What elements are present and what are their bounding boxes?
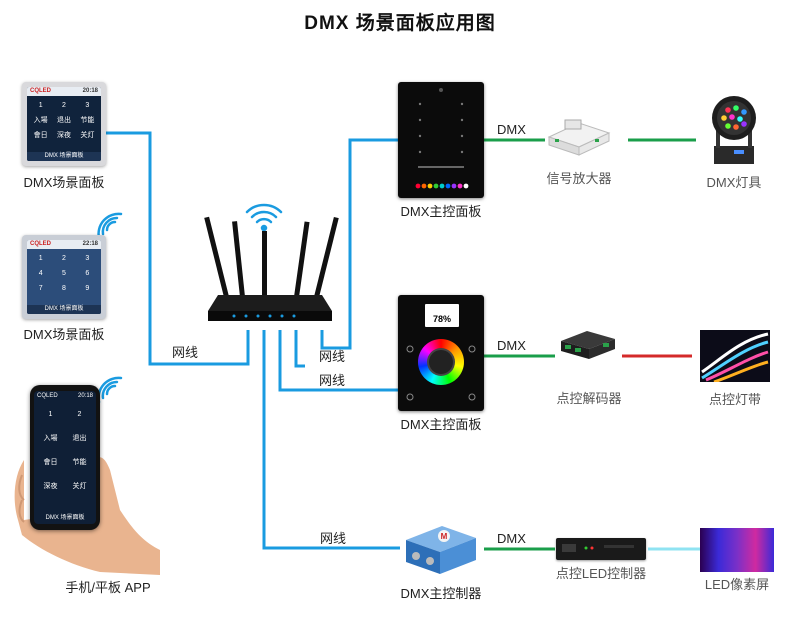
network-cable-panel xyxy=(104,131,250,366)
phone-app: CQLED 20:18 1 2 入場 退出會日 节能深夜 关灯 DMX 场景面板 xyxy=(30,385,100,530)
dmx-master-panel-top xyxy=(398,82,484,198)
network-cable-ctl-mid xyxy=(278,330,398,392)
svg-text:M: M xyxy=(441,532,448,541)
brand-label: CQLED xyxy=(37,393,58,399)
scene-key: 會日 xyxy=(43,459,58,466)
network-cable-stub xyxy=(294,330,305,368)
network-label: 网线 xyxy=(320,531,347,546)
scene-key: 深夜 xyxy=(56,132,71,139)
phone-footer: DMX 场景面板 xyxy=(45,515,85,521)
time-label: 20:18 xyxy=(82,88,98,94)
decoder-label: 点控解码器 xyxy=(556,391,622,406)
scene-key: 6 xyxy=(85,270,90,277)
dmx-scene-panel-2: CQLED 22:18 1 2 3 4 5 6 7 8 9 DMX 场景面板 xyxy=(22,235,106,319)
dmx-scene-panel-1: CQLED 20:18 1 2 3 入場 退出 节能會日 深夜 关灯 DMX 场景面板 xyxy=(22,82,106,166)
dmx-label: DMX xyxy=(497,338,526,353)
panel-footer: DMX 场景面板 xyxy=(27,305,101,314)
panel2-label: DMX场景面板 xyxy=(23,327,105,342)
brand-label: CQLED xyxy=(30,241,51,247)
color-wheel xyxy=(418,339,464,385)
dmx-fixture-image xyxy=(712,96,756,164)
led-strip-image xyxy=(700,330,770,384)
panel-footer: DMX 场景面板 xyxy=(27,152,101,161)
controller-display: 78% xyxy=(425,304,459,327)
scene-key: 7 xyxy=(38,285,43,292)
ledscreen-label: LED像素屏 xyxy=(704,577,770,592)
panel1-label: DMX场景面板 xyxy=(23,175,105,190)
scene-key: 4 xyxy=(38,270,43,277)
network-label: 网线 xyxy=(172,345,199,360)
scene-key: 1 xyxy=(38,102,43,109)
wifi-icon xyxy=(97,212,123,240)
ctl-top-label: DMX主控面板 xyxy=(400,204,482,219)
dmx-controller-image: M xyxy=(406,526,476,574)
phone-key-grid: 1 2 入場 退出會日 节能深夜 关灯 xyxy=(34,401,96,501)
dmx-master-panel-mid: 78% xyxy=(398,295,484,411)
amplifier-label: 信号放大器 xyxy=(546,171,612,186)
scene-key: 入場 xyxy=(43,435,58,442)
led-pixel-screen-image xyxy=(700,528,774,572)
phone-label: 手机/平板 APP xyxy=(65,580,151,595)
scene-key: 3 xyxy=(85,255,90,262)
scene-key: 节能 xyxy=(72,459,87,466)
time-label: 20:18 xyxy=(77,393,93,399)
dmx-controller-label: DMX主控制器 xyxy=(400,586,482,601)
scene-key: 退出 xyxy=(56,117,71,124)
scene-key: 关灯 xyxy=(72,483,87,490)
scene-key: 8 xyxy=(62,285,66,292)
scene-key: 會日 xyxy=(33,132,48,139)
ledctl-label: 点控LED控制器 xyxy=(555,566,647,581)
network-label: 网线 xyxy=(319,373,346,388)
scene-key: 1 xyxy=(38,255,43,262)
router-image xyxy=(204,216,339,321)
scene-key: 5 xyxy=(62,270,66,277)
network-cable-ctl-bottom xyxy=(262,330,400,550)
scene-key: 9 xyxy=(85,285,90,292)
dmx-label: DMX xyxy=(497,122,526,137)
strip-label: 点控灯带 xyxy=(708,392,761,407)
scene-key: 节能 xyxy=(80,117,95,124)
ctl-mid-label: DMX主控面板 xyxy=(400,417,482,432)
time-label: 22:18 xyxy=(82,241,98,247)
scene-key: 深夜 xyxy=(43,483,58,490)
scene-key: 1 xyxy=(48,411,53,418)
led-pixel-controller-image xyxy=(556,538,646,560)
scene-key: 关灯 xyxy=(80,132,95,139)
wifi-icon xyxy=(97,376,123,404)
panel-key-grid: 1 2 3 入場 退出 节能會日 深夜 关灯 xyxy=(27,96,101,145)
diagram-title: DMX 场景面板应用图 xyxy=(304,13,496,34)
panel-key-grid: 1 2 3 4 5 6 7 8 9 xyxy=(27,249,101,298)
fixture-label: DMX灯具 xyxy=(706,175,762,190)
network-cable-ctl-top xyxy=(320,138,398,350)
wifi-icon xyxy=(245,203,283,232)
signal-amplifier-image xyxy=(547,119,611,156)
dmx-label: DMX xyxy=(497,531,526,546)
scene-key: 2 xyxy=(77,411,82,418)
brand-label: CQLED xyxy=(30,88,51,94)
scene-key: 退出 xyxy=(72,435,87,442)
scene-key: 2 xyxy=(62,255,66,262)
scene-key: 入場 xyxy=(33,117,48,124)
scene-key: 2 xyxy=(62,102,66,109)
network-label: 网线 xyxy=(319,349,346,364)
decoder-image xyxy=(561,331,615,359)
scene-key: 3 xyxy=(85,102,90,109)
